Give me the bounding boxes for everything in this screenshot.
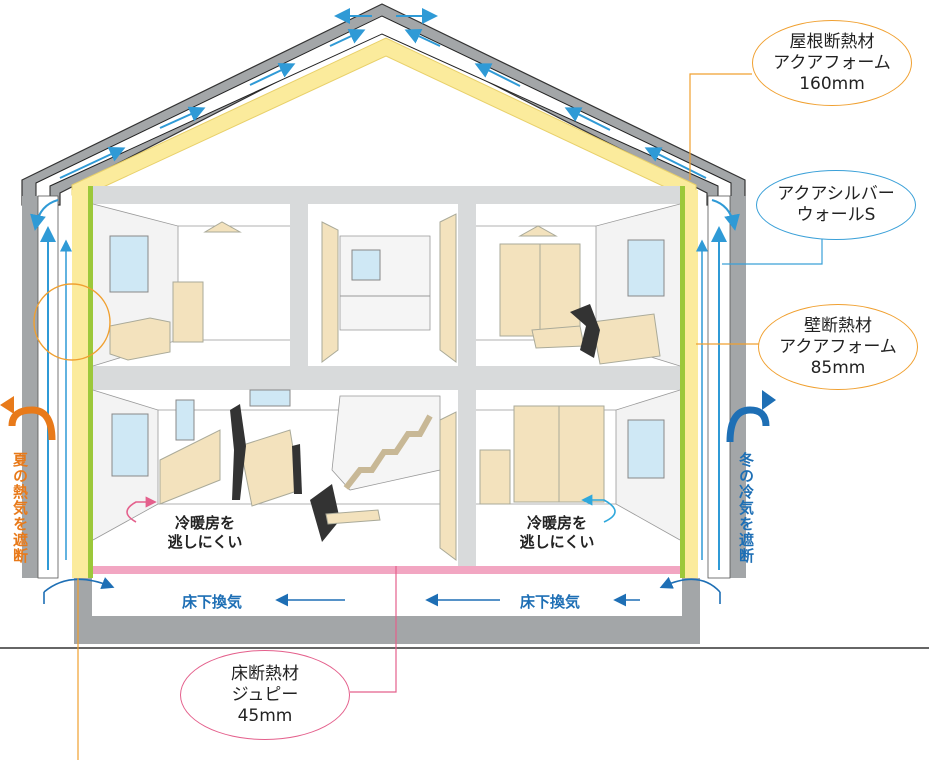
crawlspace <box>92 578 682 616</box>
room-lower-right <box>476 389 681 566</box>
roof-callout-line-2: アクアフォーム <box>773 52 891 73</box>
left-room-arrow <box>126 496 157 523</box>
wall-callout-line-3: 85mm <box>810 357 866 378</box>
room-upper-left <box>92 203 290 367</box>
wall-callout-line-2: アクアフォーム <box>779 336 897 357</box>
underfloor-airflow <box>43 576 721 607</box>
right-wall-insulation-yellow <box>684 190 698 578</box>
left-room-note-line-2: 逃しにくい <box>167 533 243 551</box>
ceiling-slab <box>93 186 680 204</box>
right-wall-insulation-green <box>680 186 685 578</box>
room-upper-middle <box>308 204 458 366</box>
room-upper-right <box>476 203 681 367</box>
left-room-note-line-1: 冷暖房を <box>174 514 235 532</box>
right-outer-wall <box>730 196 746 578</box>
floor-insulation-callout: 床断熱材 ジュピー 45mm <box>180 650 350 740</box>
left-wall-insulation-yellow <box>72 190 88 578</box>
summer-heat-label: 夏の熱気を遮断 <box>11 452 29 564</box>
silver-callout-line-1: アクアシルバー <box>777 184 895 204</box>
wall-airflow <box>40 226 727 570</box>
eave-airflow <box>30 199 740 231</box>
partition-1 <box>290 204 308 366</box>
summer-heat-arrowhead <box>0 396 14 414</box>
partition-2 <box>458 204 476 366</box>
silver-callout-line-2: ウォールS <box>796 205 876 225</box>
right-room-arrow <box>581 494 616 523</box>
leader-lines <box>77 73 823 760</box>
floor-slab-2 <box>93 366 680 390</box>
left-room-note: 冷暖房を 逃しにくい <box>160 514 250 552</box>
underfloor-vent-label-right: 床下換気 <box>520 593 581 611</box>
roof-callout-line-3: 160mm <box>799 73 865 94</box>
roof-airflow <box>59 8 707 179</box>
wall-insulation-callout: 壁断熱材 アクアフォーム 85mm <box>758 304 918 390</box>
roof-callout-line-1: 屋根断熱材 <box>789 31 875 52</box>
underfloor-vent-label-left: 床下換気 <box>182 593 243 611</box>
right-room-note: 冷暖房を 逃しにくい <box>512 514 602 552</box>
floor-callout-line-1: 床断熱材 <box>231 663 299 684</box>
winter-cold-label: 冬の冷気を遮断 <box>737 452 755 564</box>
roof-insulation-callout: 屋根断熱材 アクアフォーム 160mm <box>752 20 912 106</box>
wall-highlight-circle <box>33 283 111 361</box>
floor-callout-line-3: 45mm <box>237 705 293 726</box>
summer-heat-arrow <box>8 406 56 441</box>
silver-wall-callout: アクアシルバー ウォールS <box>756 170 916 240</box>
wall-callout-line-1: 壁断熱材 <box>804 315 872 336</box>
winter-cold-arrowhead <box>762 390 776 410</box>
left-outer-wall <box>22 196 38 578</box>
floor-insulation <box>93 566 680 574</box>
right-room-note-line-1: 冷暖房を <box>526 514 587 532</box>
right-room-note-line-2: 逃しにくい <box>519 533 595 551</box>
floor-callout-line-2: ジュピー <box>231 684 299 705</box>
room-lower-left <box>92 389 458 566</box>
partition-3 <box>458 390 476 566</box>
left-wall-insulation-green <box>88 186 93 578</box>
winter-cold-arrow <box>726 406 770 443</box>
